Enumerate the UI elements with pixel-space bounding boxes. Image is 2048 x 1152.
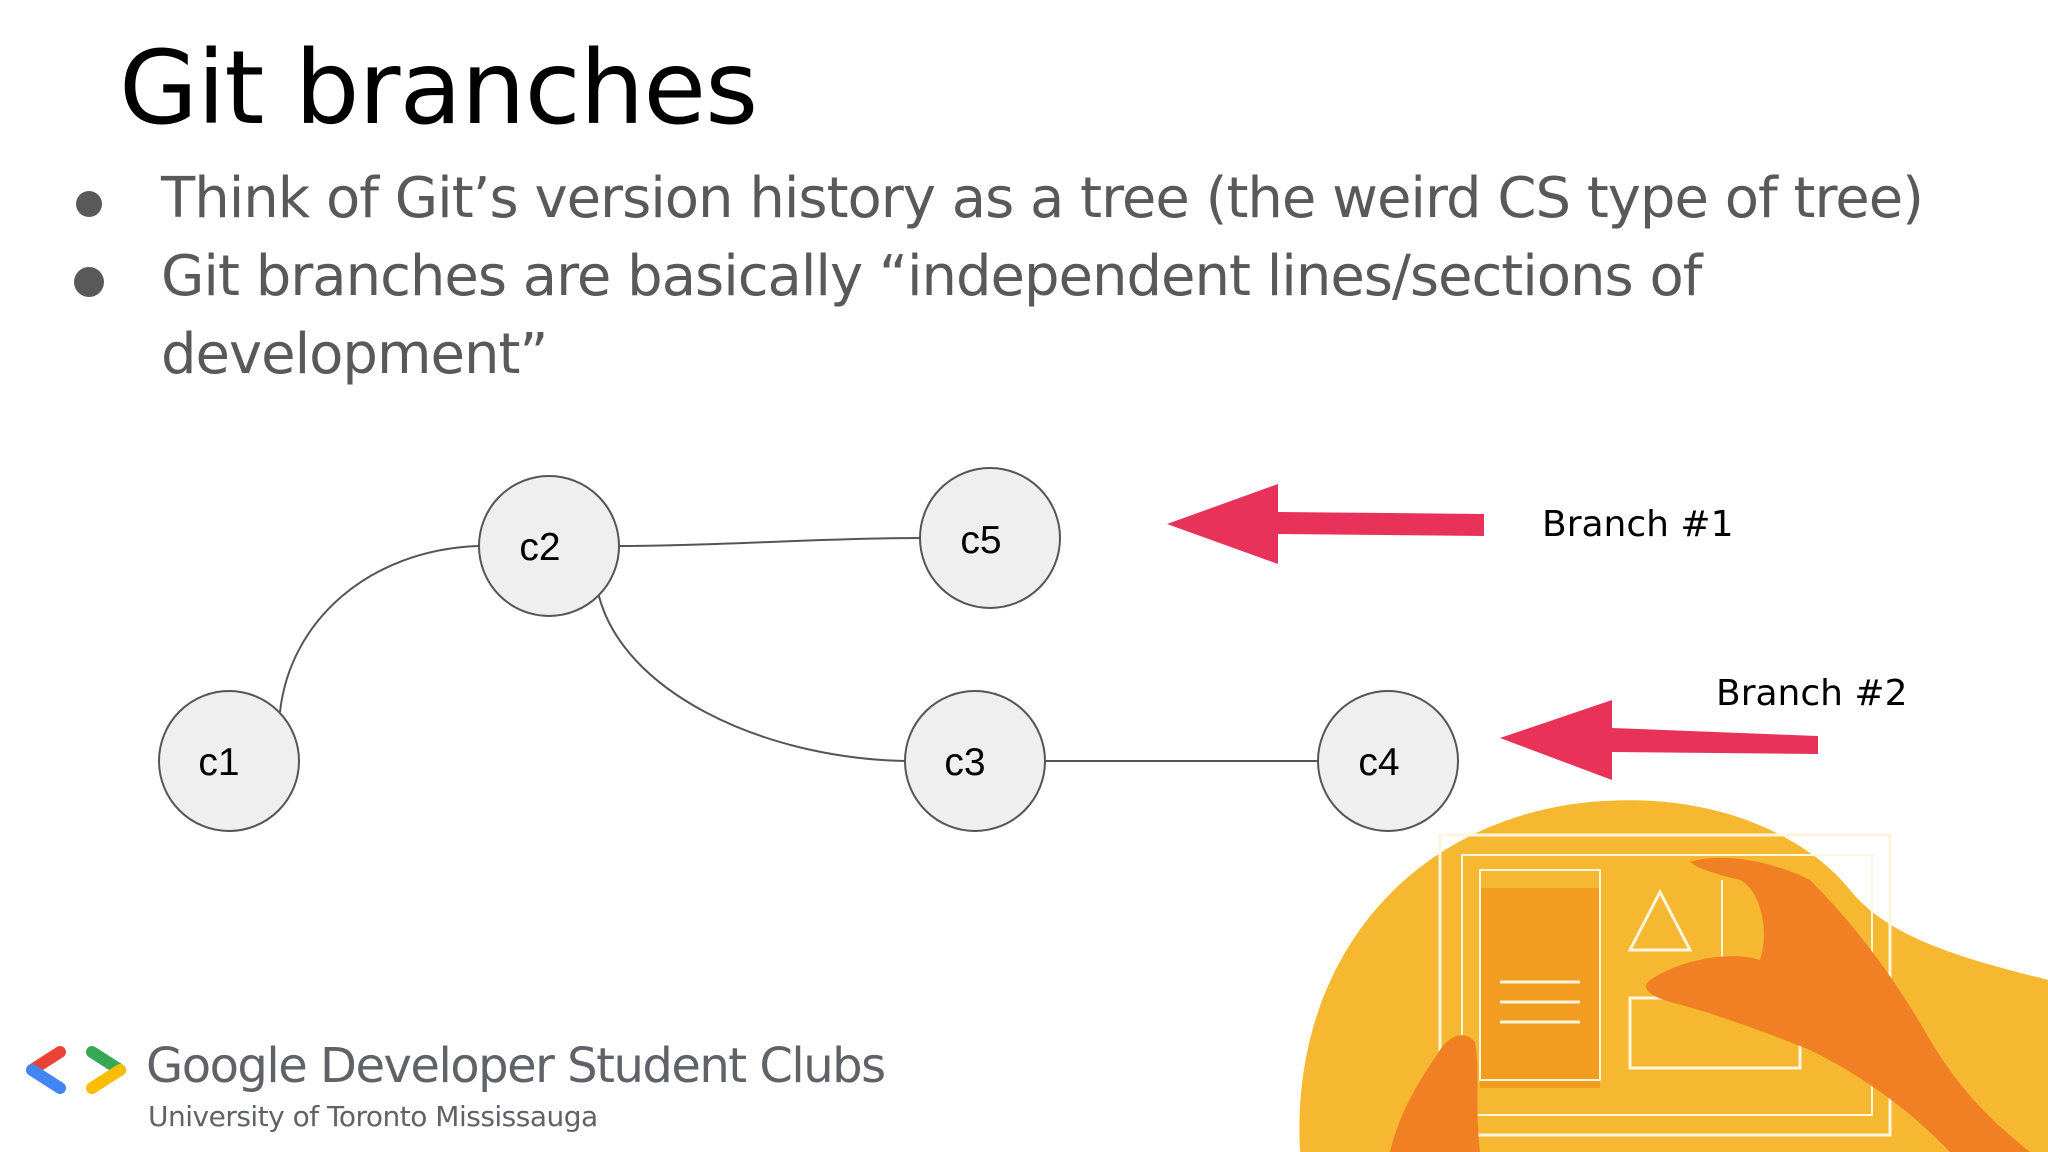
commit-label: c4 <box>1358 741 1399 784</box>
commit-node: c1 <box>158 690 300 832</box>
gdsc-brackets-icon <box>26 1046 126 1094</box>
commit-node: c4 <box>1317 690 1459 832</box>
university-name: University of Toronto Mississauga <box>148 1100 598 1133</box>
edge-c2-c3 <box>597 591 906 762</box>
bullet-text: Git branches are basically “independent … <box>161 244 1702 387</box>
branch-label: Branch #2 <box>1716 673 1908 714</box>
commit-label: c5 <box>960 519 1001 562</box>
edge-c1-c2 <box>279 545 479 713</box>
commit-label: c3 <box>944 741 985 784</box>
bullet-dot-icon <box>76 191 102 217</box>
branch1-arrow-icon <box>1167 484 1484 564</box>
bullet-item: Git branches are basically “independent … <box>0 238 1861 394</box>
org-name: Google Developer Student Clubs <box>146 1038 886 1094</box>
commit-label: c2 <box>519 526 560 569</box>
bullet-item: Think of Git’s version history as a tree… <box>0 160 2000 238</box>
branch-label: Branch #1 <box>1542 504 1734 545</box>
bullet-list: Think of Git’s version history as a tree… <box>0 160 2000 394</box>
bullet-dot-icon <box>74 267 104 297</box>
hand-illustration-icon <box>1299 800 2048 1152</box>
commit-node: c5 <box>919 467 1061 609</box>
bullet-text: Think of Git’s version history as a tree… <box>161 166 1924 231</box>
commit-node: c2 <box>478 475 620 617</box>
slide-title: Git branches <box>119 29 758 148</box>
commit-node: c3 <box>904 690 1046 832</box>
branch2-arrow-icon <box>1500 700 1818 780</box>
edge-c2-c5 <box>618 537 921 547</box>
gdsc-logo: Google Developer Student Clubs Universit… <box>24 1038 904 1140</box>
commit-label: c1 <box>198 741 239 784</box>
